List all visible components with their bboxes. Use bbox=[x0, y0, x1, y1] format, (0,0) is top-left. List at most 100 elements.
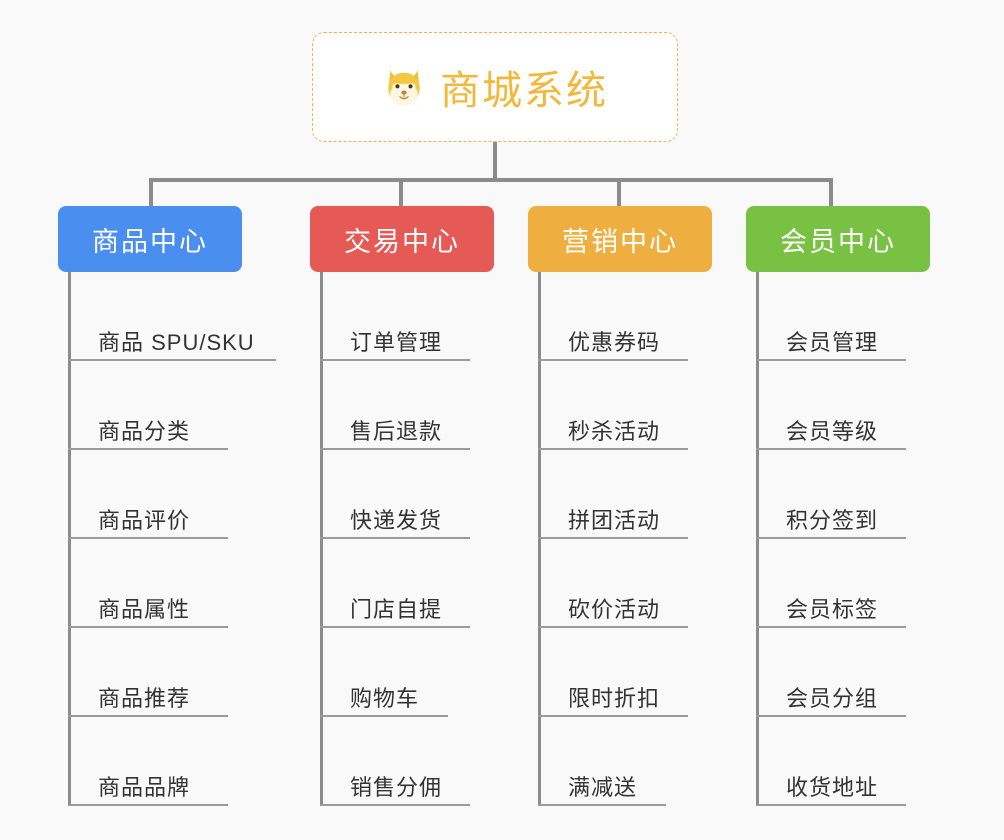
list-item[interactable]: 优惠券码 bbox=[528, 272, 728, 361]
leaf-label: 商品属性 bbox=[98, 597, 191, 622]
list-item[interactable]: 售后退款 bbox=[310, 361, 510, 450]
list-item[interactable]: 会员标签 bbox=[746, 539, 946, 628]
category-header-4[interactable]: 会员中心 bbox=[746, 206, 930, 272]
list-item[interactable]: 拼团活动 bbox=[528, 450, 728, 539]
leaf-rule bbox=[538, 537, 688, 539]
shiba-dog-icon bbox=[382, 65, 426, 109]
leaf-rule bbox=[756, 626, 906, 628]
leaf-rule bbox=[538, 804, 666, 806]
leaf-label: 快递发货 bbox=[350, 508, 443, 533]
leaf-label: 积分签到 bbox=[786, 508, 879, 533]
leaf-label: 销售分佣 bbox=[350, 775, 443, 800]
list-item[interactable]: 商品分类 bbox=[58, 361, 280, 450]
leaf-label: 门店自提 bbox=[350, 597, 443, 622]
connector-horizontal-bus bbox=[149, 178, 833, 182]
leaf-label: 商品 SPU/SKU bbox=[98, 330, 255, 355]
leaf-label: 订单管理 bbox=[350, 330, 443, 355]
list-item[interactable]: 会员等级 bbox=[746, 361, 946, 450]
leaf-label: 商品分类 bbox=[98, 419, 191, 444]
list-item[interactable]: 商品评价 bbox=[58, 450, 280, 539]
list-item[interactable]: 会员分组 bbox=[746, 628, 946, 717]
leaf-rule bbox=[68, 448, 228, 450]
list-item[interactable]: 商品属性 bbox=[58, 539, 280, 628]
leaf-rule bbox=[756, 448, 906, 450]
list-item[interactable]: 销售分佣 bbox=[310, 717, 510, 806]
connector-drop-3 bbox=[617, 178, 621, 206]
connector-drop-4 bbox=[829, 178, 833, 206]
leaf-rule bbox=[320, 448, 470, 450]
leaf-label: 购物车 bbox=[350, 686, 420, 711]
leaf-label: 优惠券码 bbox=[568, 330, 661, 355]
category-items-3: 优惠券码 秒杀活动 拼团活动 砍价活动 限时折扣 满减送 bbox=[528, 272, 728, 806]
category-column-4: 会员中心 会员管理 会员等级 积分签到 会员标签 会员分组 bbox=[746, 206, 946, 806]
leaf-rule bbox=[68, 359, 276, 361]
category-spine-1 bbox=[68, 272, 71, 806]
root-node[interactable]: 商城系统 bbox=[312, 32, 678, 142]
leaf-label: 拼团活动 bbox=[568, 508, 661, 533]
leaf-label: 会员等级 bbox=[786, 419, 879, 444]
leaf-rule bbox=[68, 715, 228, 717]
category-spine-2 bbox=[320, 272, 323, 806]
root-title: 商城系统 bbox=[440, 69, 608, 113]
leaf-label: 会员管理 bbox=[786, 330, 879, 355]
leaf-rule bbox=[538, 448, 688, 450]
leaf-label: 售后退款 bbox=[350, 419, 443, 444]
list-item[interactable]: 门店自提 bbox=[310, 539, 510, 628]
list-item[interactable]: 秒杀活动 bbox=[528, 361, 728, 450]
connector-drop-1 bbox=[149, 178, 153, 206]
leaf-rule bbox=[320, 804, 470, 806]
leaf-rule bbox=[320, 715, 448, 717]
list-item[interactable]: 限时折扣 bbox=[528, 628, 728, 717]
leaf-label: 满减送 bbox=[568, 775, 638, 800]
leaf-label: 秒杀活动 bbox=[568, 419, 661, 444]
leaf-rule bbox=[68, 537, 228, 539]
leaf-label: 砍价活动 bbox=[568, 597, 661, 622]
list-item[interactable]: 积分签到 bbox=[746, 450, 946, 539]
category-column-1: 商品中心 商品 SPU/SKU 商品分类 商品评价 商品属性 商品推荐 bbox=[58, 206, 280, 806]
connector-drop-2 bbox=[399, 178, 403, 206]
leaf-rule bbox=[538, 359, 688, 361]
leaf-label: 商品评价 bbox=[98, 508, 191, 533]
category-header-3-label: 营销中心 bbox=[562, 226, 678, 257]
list-item[interactable]: 商品 SPU/SKU bbox=[58, 272, 280, 361]
leaf-rule bbox=[538, 715, 688, 717]
list-item[interactable]: 商品推荐 bbox=[58, 628, 280, 717]
leaf-rule bbox=[756, 359, 906, 361]
leaf-rule bbox=[68, 626, 228, 628]
leaf-label: 会员标签 bbox=[786, 597, 879, 622]
category-header-2-label: 交易中心 bbox=[344, 226, 460, 257]
category-column-2: 交易中心 订单管理 售后退款 快递发货 门店自提 购物车 bbox=[310, 206, 510, 806]
leaf-label: 会员分组 bbox=[786, 686, 879, 711]
category-column-3: 营销中心 优惠券码 秒杀活动 拼团活动 砍价活动 限时折扣 bbox=[528, 206, 728, 806]
leaf-label: 商品推荐 bbox=[98, 686, 191, 711]
category-spine-4 bbox=[756, 272, 759, 806]
list-item[interactable]: 会员管理 bbox=[746, 272, 946, 361]
leaf-label: 商品品牌 bbox=[98, 775, 191, 800]
leaf-label: 限时折扣 bbox=[568, 686, 661, 711]
list-item[interactable]: 商品品牌 bbox=[58, 717, 280, 806]
leaf-rule bbox=[538, 626, 688, 628]
leaf-rule bbox=[756, 804, 906, 806]
category-header-2[interactable]: 交易中心 bbox=[310, 206, 494, 272]
category-items-2: 订单管理 售后退款 快递发货 门店自提 购物车 销售分佣 bbox=[310, 272, 510, 806]
category-header-1-label: 商品中心 bbox=[92, 226, 208, 257]
leaf-rule bbox=[756, 715, 906, 717]
leaf-rule bbox=[68, 804, 228, 806]
list-item[interactable]: 收货地址 bbox=[746, 717, 946, 806]
category-header-4-label: 会员中心 bbox=[780, 226, 896, 257]
list-item[interactable]: 购物车 bbox=[310, 628, 510, 717]
list-item[interactable]: 订单管理 bbox=[310, 272, 510, 361]
leaf-rule bbox=[756, 537, 906, 539]
category-spine-3 bbox=[538, 272, 541, 806]
category-items-1: 商品 SPU/SKU 商品分类 商品评价 商品属性 商品推荐 商品品牌 bbox=[58, 272, 280, 806]
category-items-4: 会员管理 会员等级 积分签到 会员标签 会员分组 收货地址 bbox=[746, 272, 946, 806]
category-header-1[interactable]: 商品中心 bbox=[58, 206, 242, 272]
list-item[interactable]: 砍价活动 bbox=[528, 539, 728, 628]
leaf-rule bbox=[320, 537, 470, 539]
list-item[interactable]: 满减送 bbox=[528, 717, 728, 806]
leaf-rule bbox=[320, 359, 470, 361]
list-item[interactable]: 快递发货 bbox=[310, 450, 510, 539]
category-header-3[interactable]: 营销中心 bbox=[528, 206, 712, 272]
leaf-rule bbox=[320, 626, 470, 628]
